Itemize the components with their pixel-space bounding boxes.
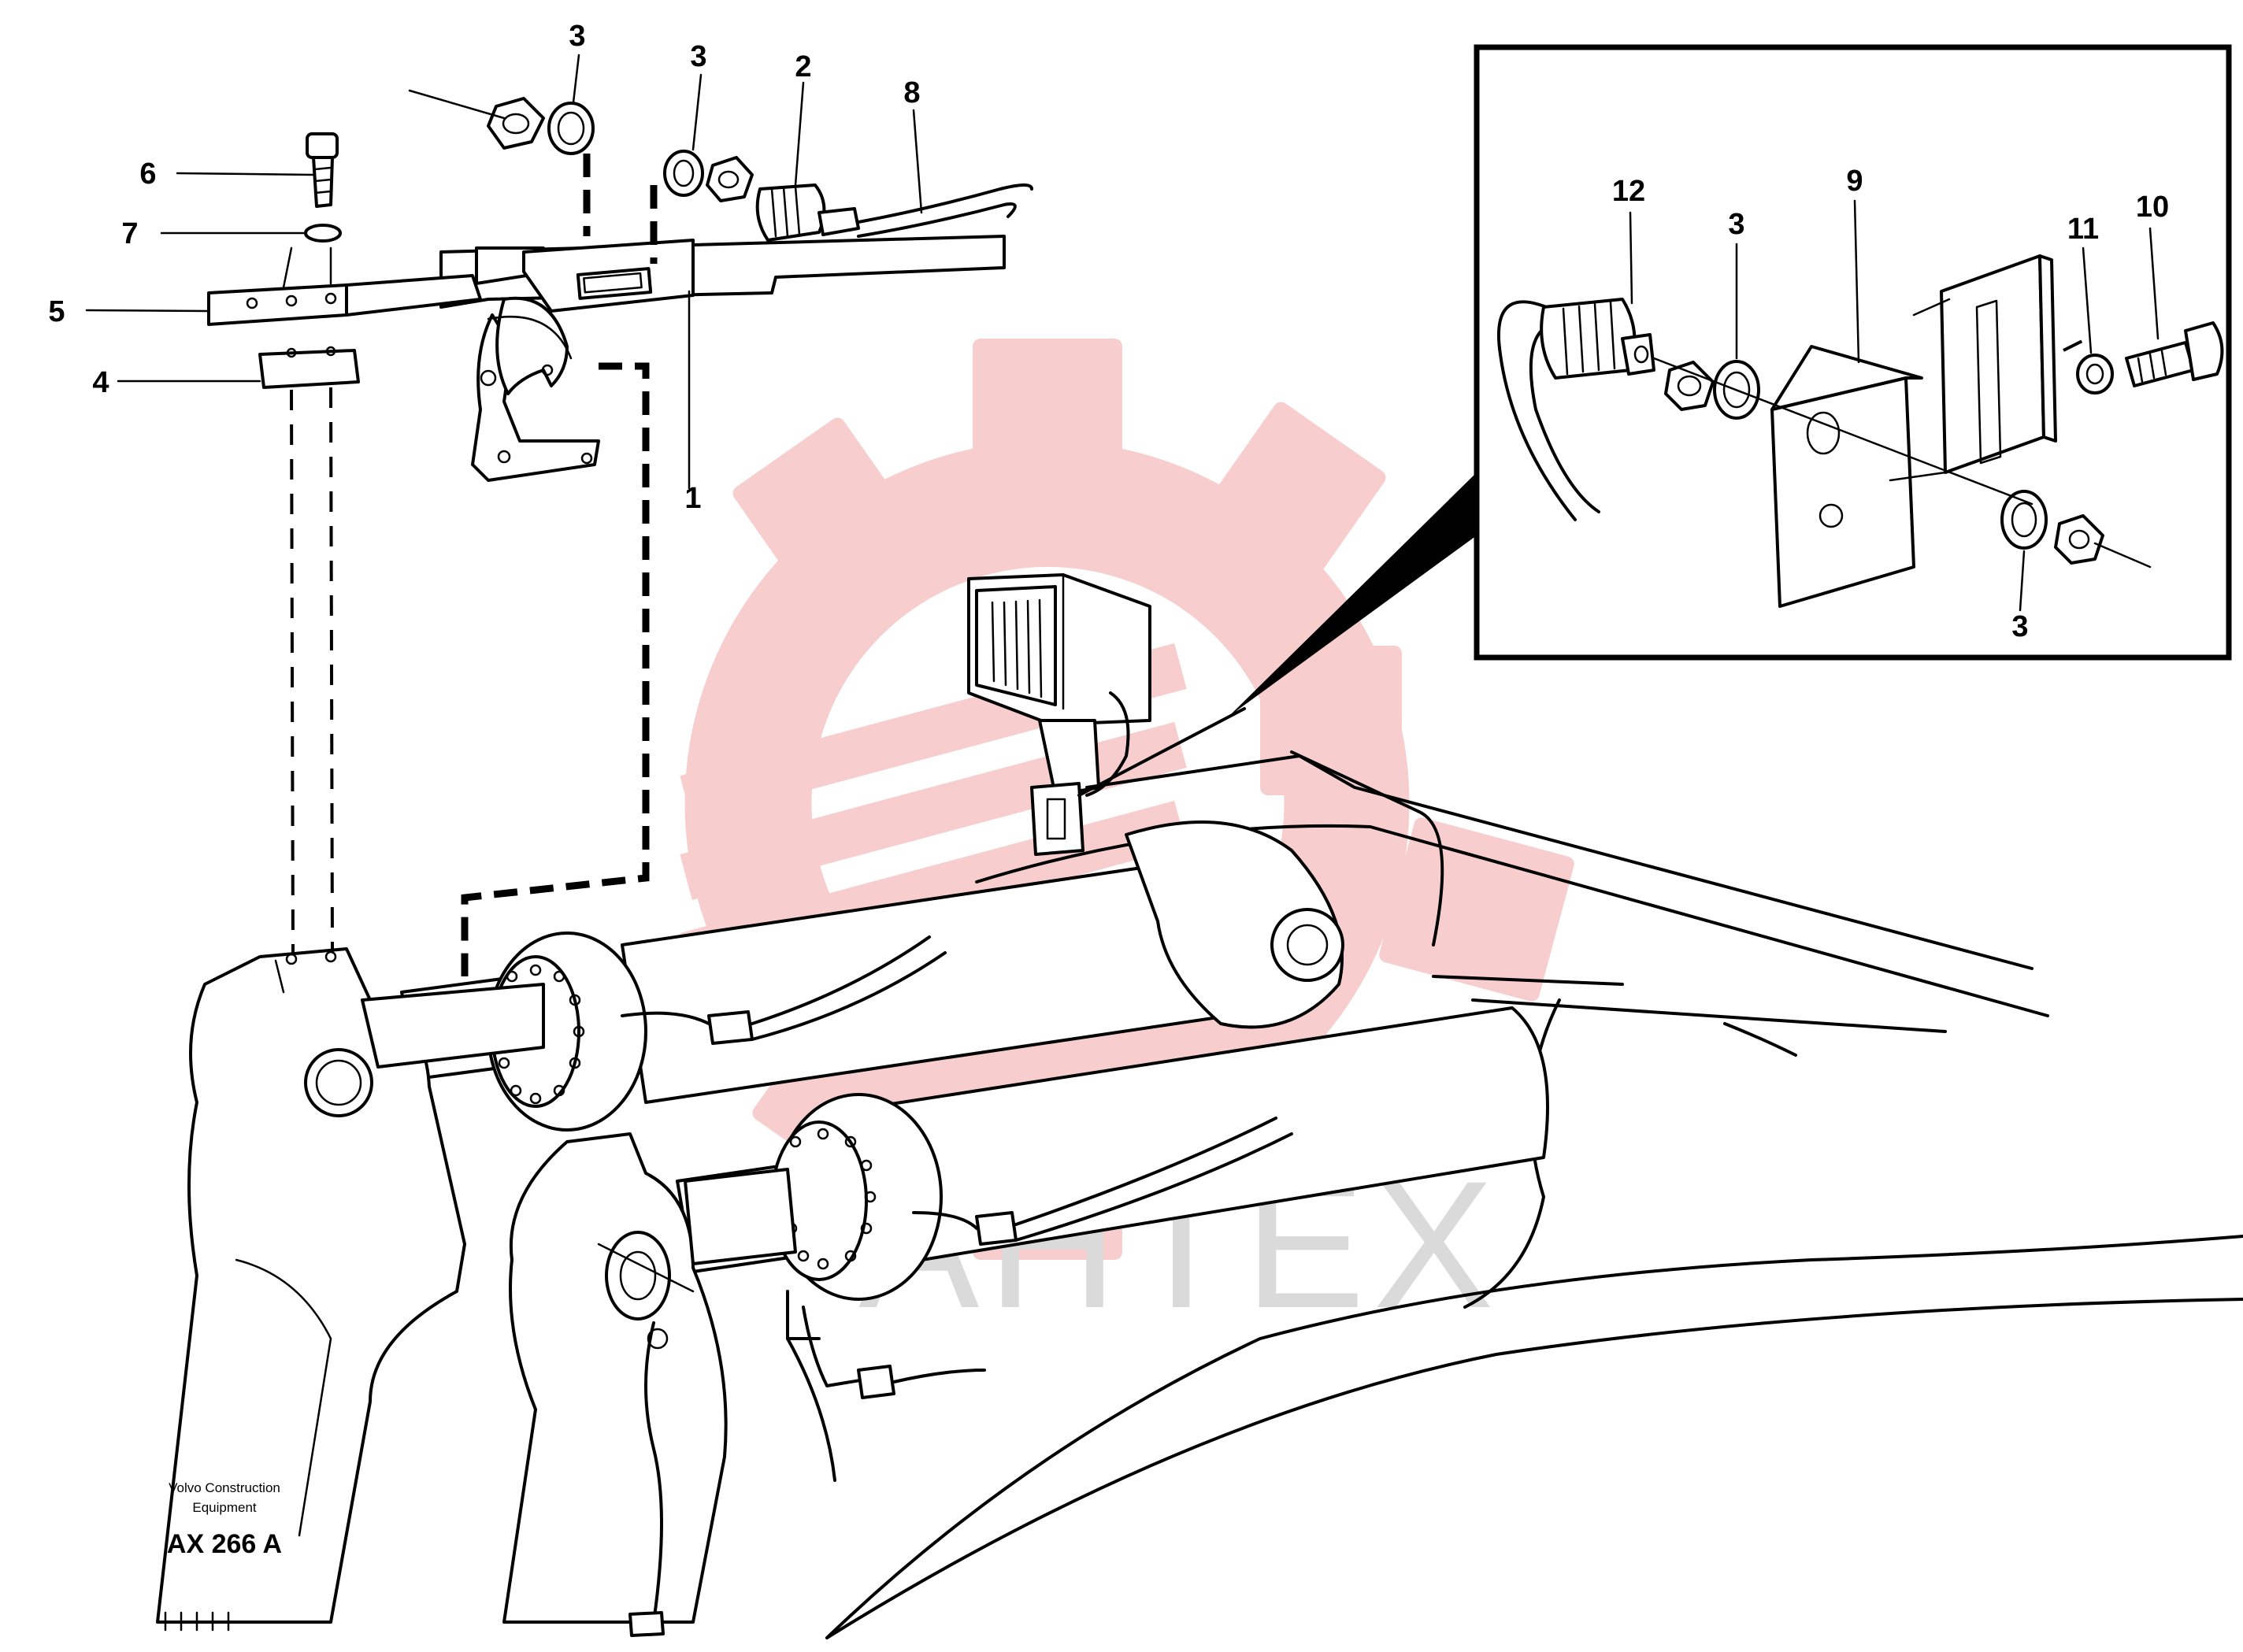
inset-callout-10: 10 bbox=[2136, 191, 2169, 224]
callout-3b: 3 bbox=[690, 40, 706, 73]
inset-callout-3-top: 3 bbox=[1728, 208, 1744, 241]
bolt-part-6 bbox=[306, 132, 339, 208]
inset-callout-9: 9 bbox=[1846, 165, 1863, 198]
inset-callout-3-bottom: 3 bbox=[2011, 610, 2028, 643]
callout-6: 6 bbox=[139, 157, 156, 191]
callout-8: 8 bbox=[903, 76, 920, 109]
bracket-assembly bbox=[207, 235, 1006, 482]
callout-2: 2 bbox=[795, 50, 811, 83]
brand-line-2: Equipment bbox=[192, 1500, 257, 1515]
callout-7: 7 bbox=[121, 217, 138, 250]
work-lamp bbox=[967, 573, 1246, 856]
callout-4: 4 bbox=[92, 366, 109, 399]
scale-ticks bbox=[164, 1611, 230, 1632]
washer-part-7 bbox=[304, 224, 342, 243]
sensor-assembly-top bbox=[650, 150, 1033, 264]
callout-5: 5 bbox=[48, 295, 65, 328]
hydraulic-cylinder-lower bbox=[676, 1006, 1549, 1399]
inset-callout-12: 12 bbox=[1612, 175, 1645, 208]
callout-3a: 3 bbox=[569, 20, 585, 53]
lift-arm-right bbox=[502, 1132, 797, 1637]
brand-line-1: Volvo Construction bbox=[169, 1480, 280, 1495]
machine-frame bbox=[786, 750, 2243, 1639]
dashed-assembly-lines bbox=[290, 362, 650, 976]
nut-washer-top bbox=[487, 97, 595, 236]
drawing-code: AX 266 A bbox=[167, 1529, 282, 1559]
block-part-4 bbox=[258, 346, 360, 389]
callout-leaders bbox=[85, 54, 923, 490]
inset-callout-11: 11 bbox=[2067, 213, 2099, 246]
detail-inset bbox=[1229, 44, 2232, 717]
lift-arm-left bbox=[156, 947, 545, 1624]
callout-1: 1 bbox=[684, 482, 701, 515]
